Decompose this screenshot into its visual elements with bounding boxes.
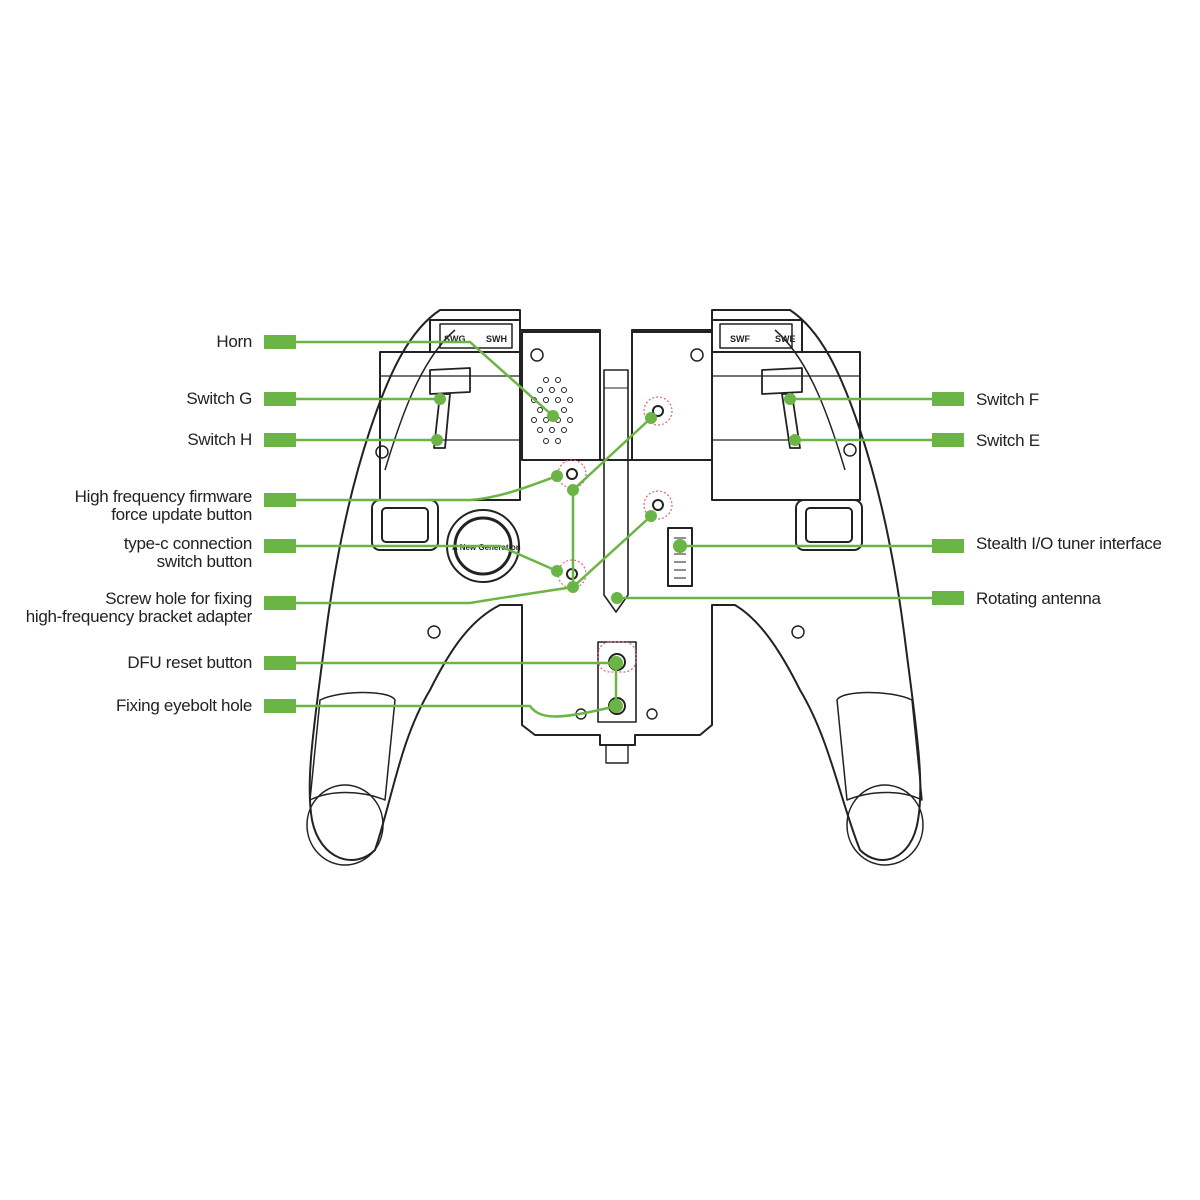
callout-marker <box>264 493 296 507</box>
controller-body <box>308 309 922 861</box>
callout-marker <box>264 539 296 553</box>
callout-marker <box>264 699 296 713</box>
label-stealth: Stealth I/O tuner interface <box>976 534 1162 553</box>
label-switch-f: Switch F <box>976 390 1039 409</box>
swg-mark: SWG <box>444 334 466 344</box>
swh-mark: SWH <box>486 334 507 344</box>
callout-marker <box>264 392 296 406</box>
speaker-grille <box>531 377 573 444</box>
callout-marker <box>932 433 964 447</box>
callout-marker <box>264 335 296 349</box>
callout-marker <box>932 591 964 605</box>
callout-marker <box>932 392 964 406</box>
label-switch-e: Switch E <box>976 431 1040 450</box>
label-horn: Horn <box>216 332 252 351</box>
hole-markers <box>557 396 673 673</box>
swe-mark: SWE <box>775 334 796 344</box>
callout-marker <box>264 656 296 670</box>
badge-mark: A New Generation <box>452 543 521 552</box>
label-switch-g: Switch G <box>186 389 252 408</box>
callout-marker <box>932 539 964 553</box>
label-dfu: DFU reset button <box>127 653 252 672</box>
label-antenna: Rotating antenna <box>976 589 1101 608</box>
callout-marker <box>264 596 296 610</box>
callout-marker <box>264 433 296 447</box>
callout-dots <box>431 393 801 713</box>
callout-lines <box>296 340 932 718</box>
label-switch-h: Switch H <box>187 430 252 449</box>
label-eyebolt: Fixing eyebolt hole <box>115 696 252 715</box>
swf-mark: SWF <box>730 334 750 344</box>
